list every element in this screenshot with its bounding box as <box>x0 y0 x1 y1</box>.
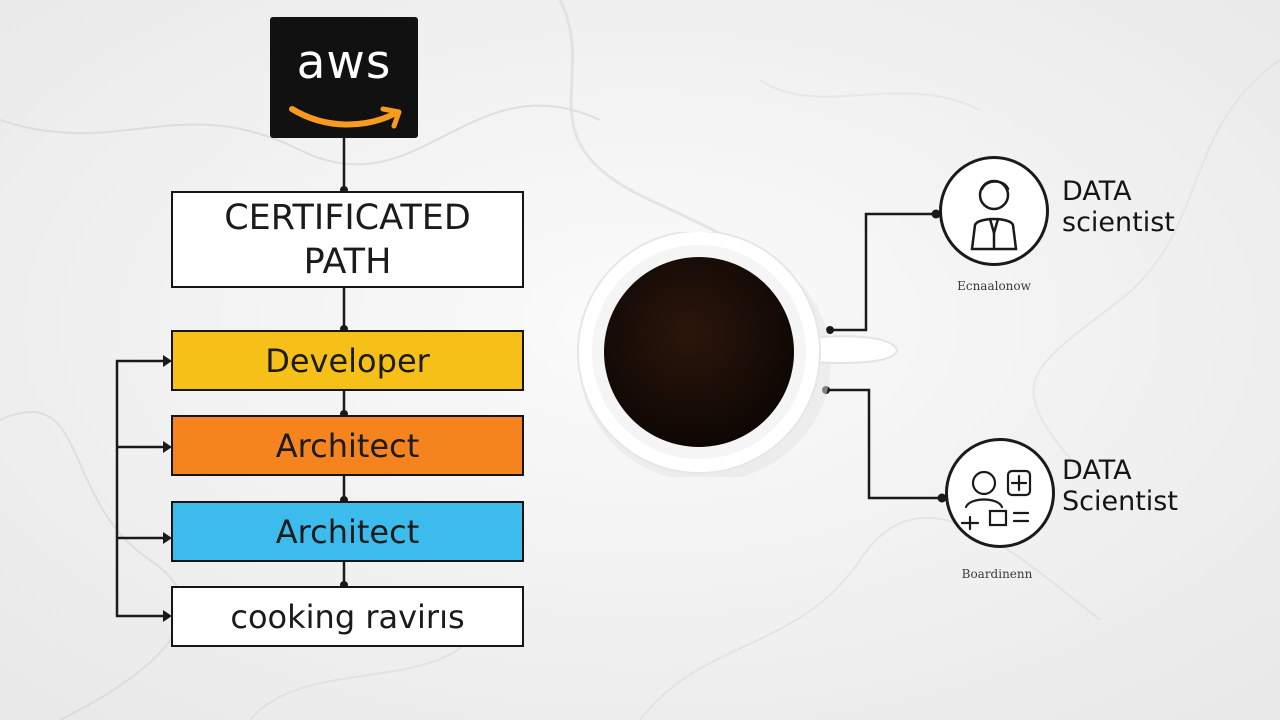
team-icon <box>960 469 1032 531</box>
career-title: DATA scientist <box>1062 176 1175 238</box>
certificated-path-box: CERTIFICATED PATH <box>171 191 524 288</box>
career-title-line-1: DATA <box>1062 176 1132 207</box>
data-scientist-team-avatar <box>945 438 1055 548</box>
title-line-2: PATH <box>303 241 392 282</box>
data-scientist-avatar <box>939 156 1049 266</box>
role-label: Architect <box>275 512 420 551</box>
role-box-architect-orange: Architect <box>171 415 524 476</box>
career-title: DATA Scientist <box>1062 455 1178 517</box>
career-caption: Boardinenn <box>961 567 1033 581</box>
career-title-line-1: DATA <box>1062 455 1132 486</box>
role-box-cooking: cooking ravirıs <box>171 586 524 647</box>
role-label: Architect <box>275 426 420 465</box>
coffee-cup <box>575 230 905 482</box>
aws-smile-icon <box>289 106 402 129</box>
role-label: cooking ravirıs <box>230 597 465 636</box>
aws-logo: aws <box>270 17 418 138</box>
role-box-architect-blue: Architect <box>171 501 524 562</box>
scientist-icon <box>970 179 1018 251</box>
career-title-line-2: Scientist <box>1062 486 1178 517</box>
aws-logo-text: aws <box>296 35 392 90</box>
title-line-1: CERTIFICATED <box>224 197 471 238</box>
role-box-developer: Developer <box>171 330 524 391</box>
coffee-cup-icon <box>577 230 899 482</box>
role-label: Developer <box>265 341 430 380</box>
career-title-line-2: scientist <box>1062 207 1175 238</box>
career-caption: Ecnaalonow <box>957 279 1031 293</box>
